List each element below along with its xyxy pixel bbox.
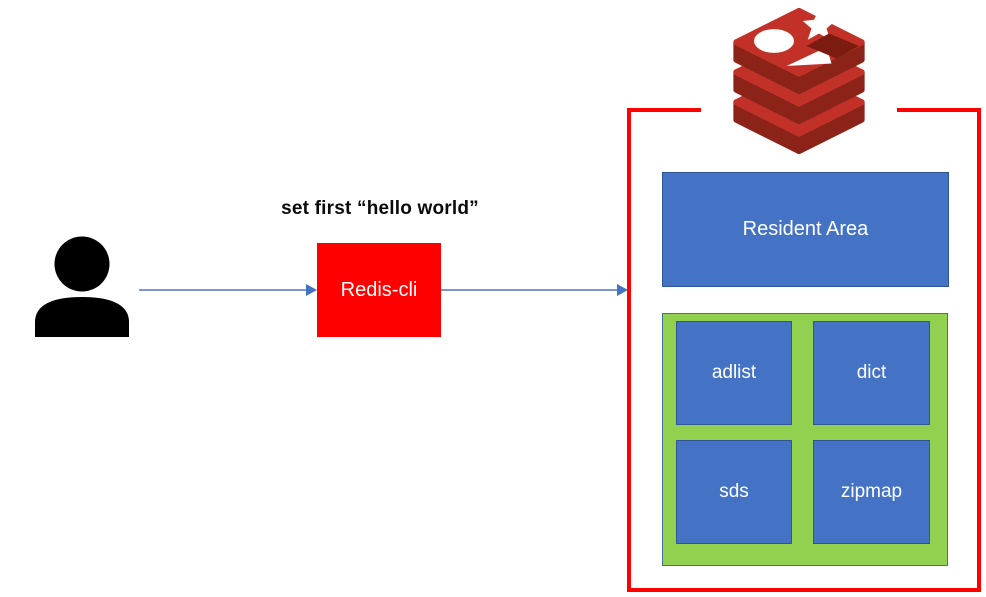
arrow-cli-to-server xyxy=(441,289,617,291)
module-sds-label: sds xyxy=(719,481,749,502)
resident-area-box: Resident Area xyxy=(662,172,949,287)
module-sds: sds xyxy=(676,440,792,544)
module-adlist: adlist xyxy=(676,321,792,425)
module-adlist-label: adlist xyxy=(711,362,757,383)
arrow-cli-to-server-head xyxy=(617,284,628,296)
module-zipmap: zipmap xyxy=(813,440,930,544)
arrow-user-to-cli-head xyxy=(306,284,317,296)
arrow-user-to-cli xyxy=(139,289,306,291)
command-label: set first “hello world” xyxy=(281,198,479,219)
module-zipmap-label: zipmap xyxy=(840,481,903,502)
user-icon xyxy=(35,236,129,337)
resident-area-label: Resident Area xyxy=(742,218,869,240)
redis-cli-label: Redis-cli xyxy=(340,278,418,301)
module-dict-label: dict xyxy=(856,362,887,383)
redis-logo-icon xyxy=(701,4,897,156)
redis-cli-node: Redis-cli xyxy=(317,243,441,337)
module-dict: dict xyxy=(813,321,930,425)
